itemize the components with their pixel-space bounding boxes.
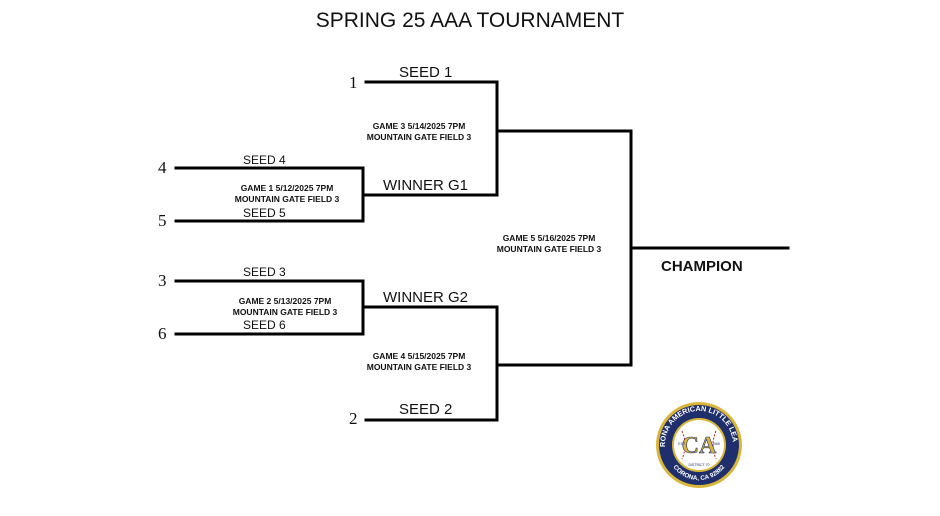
g3-bracket — [364, 80, 499, 197]
champion-label: CHAMPION — [661, 258, 743, 275]
logo-monogram: CA — [682, 433, 717, 459]
game-2-field: MOUNTAIN GATE FIELD 3 — [232, 307, 338, 317]
seed-number-3: 3 — [158, 271, 167, 290]
game-3-info: GAME 3 5/14/2025 7PM MOUNTAIN GATE FIELD… — [345, 121, 493, 143]
game-2-info: GAME 2 5/13/2025 7PM MOUNTAIN GATE FIELD… — [211, 296, 359, 318]
game-5-info: GAME 5 5/16/2025 7PM MOUNTAIN GATE FIELD… — [475, 233, 623, 255]
seed-number-5: 5 — [158, 211, 167, 230]
game-1-date: GAME 1 5/12/2025 7PM — [240, 183, 334, 193]
slot-seed-3: SEED 3 — [243, 265, 286, 279]
slot-winner-g1: WINNER G1 — [383, 177, 469, 194]
game-1-field: MOUNTAIN GATE FIELD 3 — [234, 194, 340, 204]
seed-number-6: 6 — [158, 324, 167, 343]
logo-est: EST. — [678, 442, 686, 446]
game-2-date: GAME 2 5/13/2025 7PM — [238, 296, 332, 306]
g4-bracket — [364, 305, 499, 422]
game-5-field: MOUNTAIN GATE FIELD 3 — [496, 244, 602, 254]
league-logo: CORONA AMERICAN LITTLE LEAGUE CORONA, CA… — [655, 401, 742, 488]
logo-district: DISTRICT 70 — [689, 463, 710, 467]
seed-number-4: 4 — [158, 158, 167, 177]
baseball-stitch-left — [681, 430, 686, 460]
game-4-date: GAME 4 5/15/2025 7PM — [372, 351, 466, 361]
slot-seed-4: SEED 4 — [243, 153, 286, 167]
game-1-info: GAME 1 5/12/2025 7PM MOUNTAIN GATE FIELD… — [213, 183, 361, 205]
slot-seed-6: SEED 6 — [243, 318, 286, 332]
game-5-date: GAME 5 5/16/2025 7PM — [502, 233, 596, 243]
slot-seed-5: SEED 5 — [243, 206, 286, 220]
game-3-date: GAME 3 5/14/2025 7PM — [372, 121, 466, 131]
game-3-field: MOUNTAIN GATE FIELD 3 — [366, 132, 472, 142]
game-4-info: GAME 4 5/15/2025 7PM MOUNTAIN GATE FIELD… — [345, 351, 493, 373]
seed-number-2: 2 — [349, 409, 358, 428]
game-4-field: MOUNTAIN GATE FIELD 3 — [366, 362, 472, 372]
page-title: SPRING 25 AAA TOURNAMENT — [315, 9, 625, 32]
slot-seed-1: SEED 1 — [399, 64, 453, 81]
baseball-stitch-right — [712, 430, 717, 460]
slot-seed-2: SEED 2 — [399, 401, 453, 418]
baseball-icon — [674, 420, 724, 470]
logo-year: 1965 — [712, 442, 720, 446]
seed-number-1: 1 — [349, 73, 358, 92]
slot-winner-g2: WINNER G2 — [383, 289, 469, 306]
